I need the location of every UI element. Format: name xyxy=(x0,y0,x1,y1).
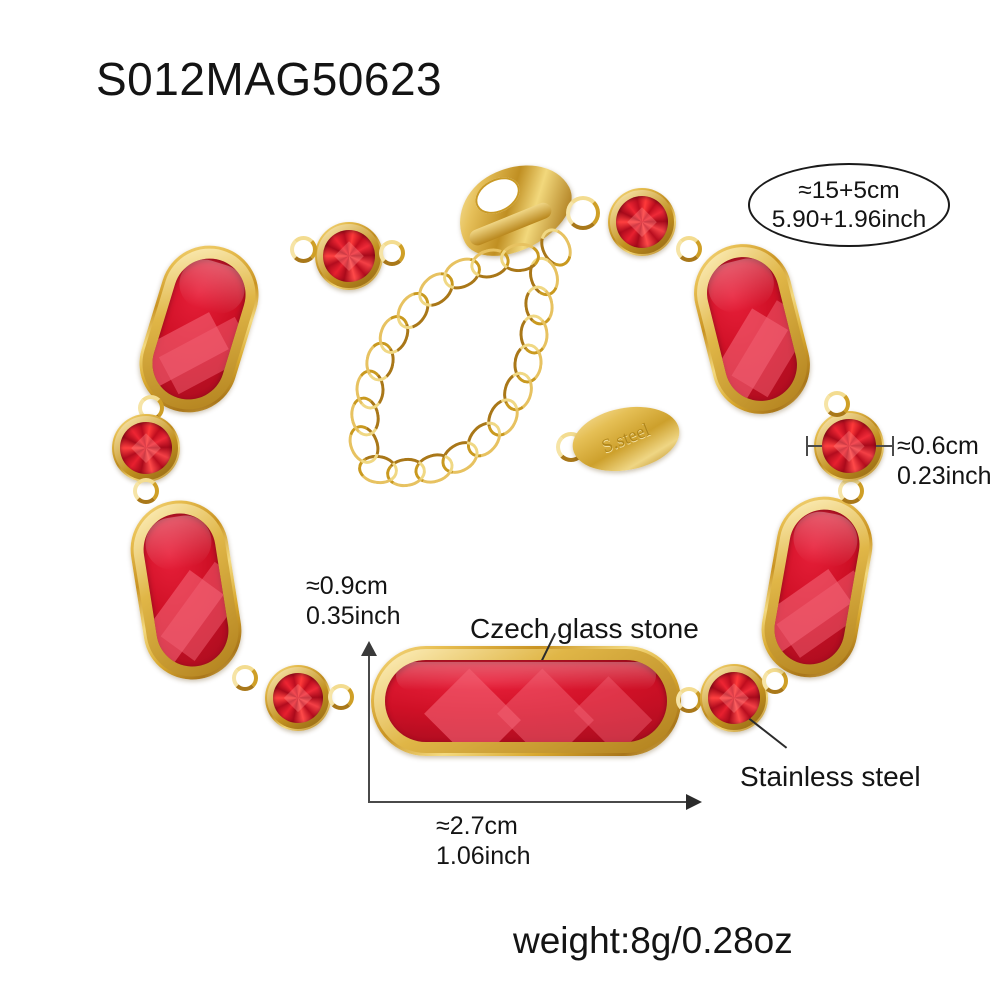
gem-sheen xyxy=(141,511,216,574)
stainless-steel-label: Stainless steel xyxy=(740,761,921,792)
length-badge: ≈15+5cm 5.90+1.96inch xyxy=(748,163,950,247)
connector-ring xyxy=(328,684,354,710)
capsule-width-inch: 1.06inch xyxy=(436,841,531,870)
connector-ring xyxy=(379,240,405,266)
weight-label: weight:8g/0.28oz xyxy=(513,920,793,961)
capsule-height-label: ≈0.9cm 0.35inch xyxy=(306,572,401,631)
capsule-stone xyxy=(683,233,821,425)
capsule-height-cm: ≈0.9cm xyxy=(306,572,388,600)
gem-sheen xyxy=(789,507,862,572)
s-steel-tag: S.steel xyxy=(567,398,685,480)
gem-sheen xyxy=(173,253,251,320)
round-stone-dim-label: ≈0.6cm 0.23inch xyxy=(897,432,992,491)
round-gem xyxy=(273,673,323,723)
round-stone xyxy=(700,664,768,732)
tag-engraving: S.steel xyxy=(598,419,653,458)
connector-ring xyxy=(838,478,864,504)
round-gem xyxy=(616,196,668,248)
round-stone xyxy=(608,188,676,256)
round-stone-dim-cm: ≈0.6cm xyxy=(897,432,979,460)
capsule-width-cm: ≈2.7cm xyxy=(436,812,518,840)
capsule-stone xyxy=(753,489,881,685)
connector-ring xyxy=(762,668,788,694)
round-stone xyxy=(265,665,331,731)
capsule-width-label: ≈2.7cm 1.06inch xyxy=(436,812,531,871)
capsule-stone xyxy=(123,493,249,687)
capsule-gem xyxy=(699,249,805,409)
gem-sheen xyxy=(702,252,780,318)
round-stone xyxy=(112,414,180,482)
connector-ring xyxy=(232,665,258,691)
length-badge-inch: 5.90+1.96inch xyxy=(771,206,927,233)
round-gem xyxy=(708,672,760,724)
czech-glass-stone-label: Czech glass stone xyxy=(470,613,699,644)
connector-ring xyxy=(824,391,850,417)
round-gem xyxy=(120,422,172,474)
connector-ring xyxy=(676,687,702,713)
capsule-gem xyxy=(143,249,255,409)
capsule-width-arrowhead xyxy=(686,794,702,810)
capsule-height-inch: 0.35inch xyxy=(306,601,401,630)
capsule-gem xyxy=(385,660,667,742)
capsule-height-arrowhead xyxy=(361,641,377,656)
round-gem xyxy=(822,419,876,473)
page-title: S012MAG50623 xyxy=(96,53,443,105)
round-stone-dim-inch: 0.23inch xyxy=(897,461,992,490)
connector-ring xyxy=(133,478,159,504)
clasp-ring xyxy=(566,196,600,230)
capsule-height-dim-line xyxy=(368,655,370,803)
capsule-gem xyxy=(768,504,866,670)
length-badge-cm: ≈15+5cm xyxy=(798,176,900,204)
connector-ring xyxy=(290,236,317,263)
round-stone-measured xyxy=(814,411,884,481)
round-stone-dim-tick-right xyxy=(892,436,894,456)
capsule-width-dim-line xyxy=(368,801,688,803)
connector-ring xyxy=(676,236,702,262)
capsule-stone-hero xyxy=(371,646,681,756)
round-stone xyxy=(315,222,383,290)
round-gem xyxy=(323,230,375,282)
capsule-gem xyxy=(138,508,234,672)
round-stone-dim-tick-left xyxy=(806,436,808,456)
